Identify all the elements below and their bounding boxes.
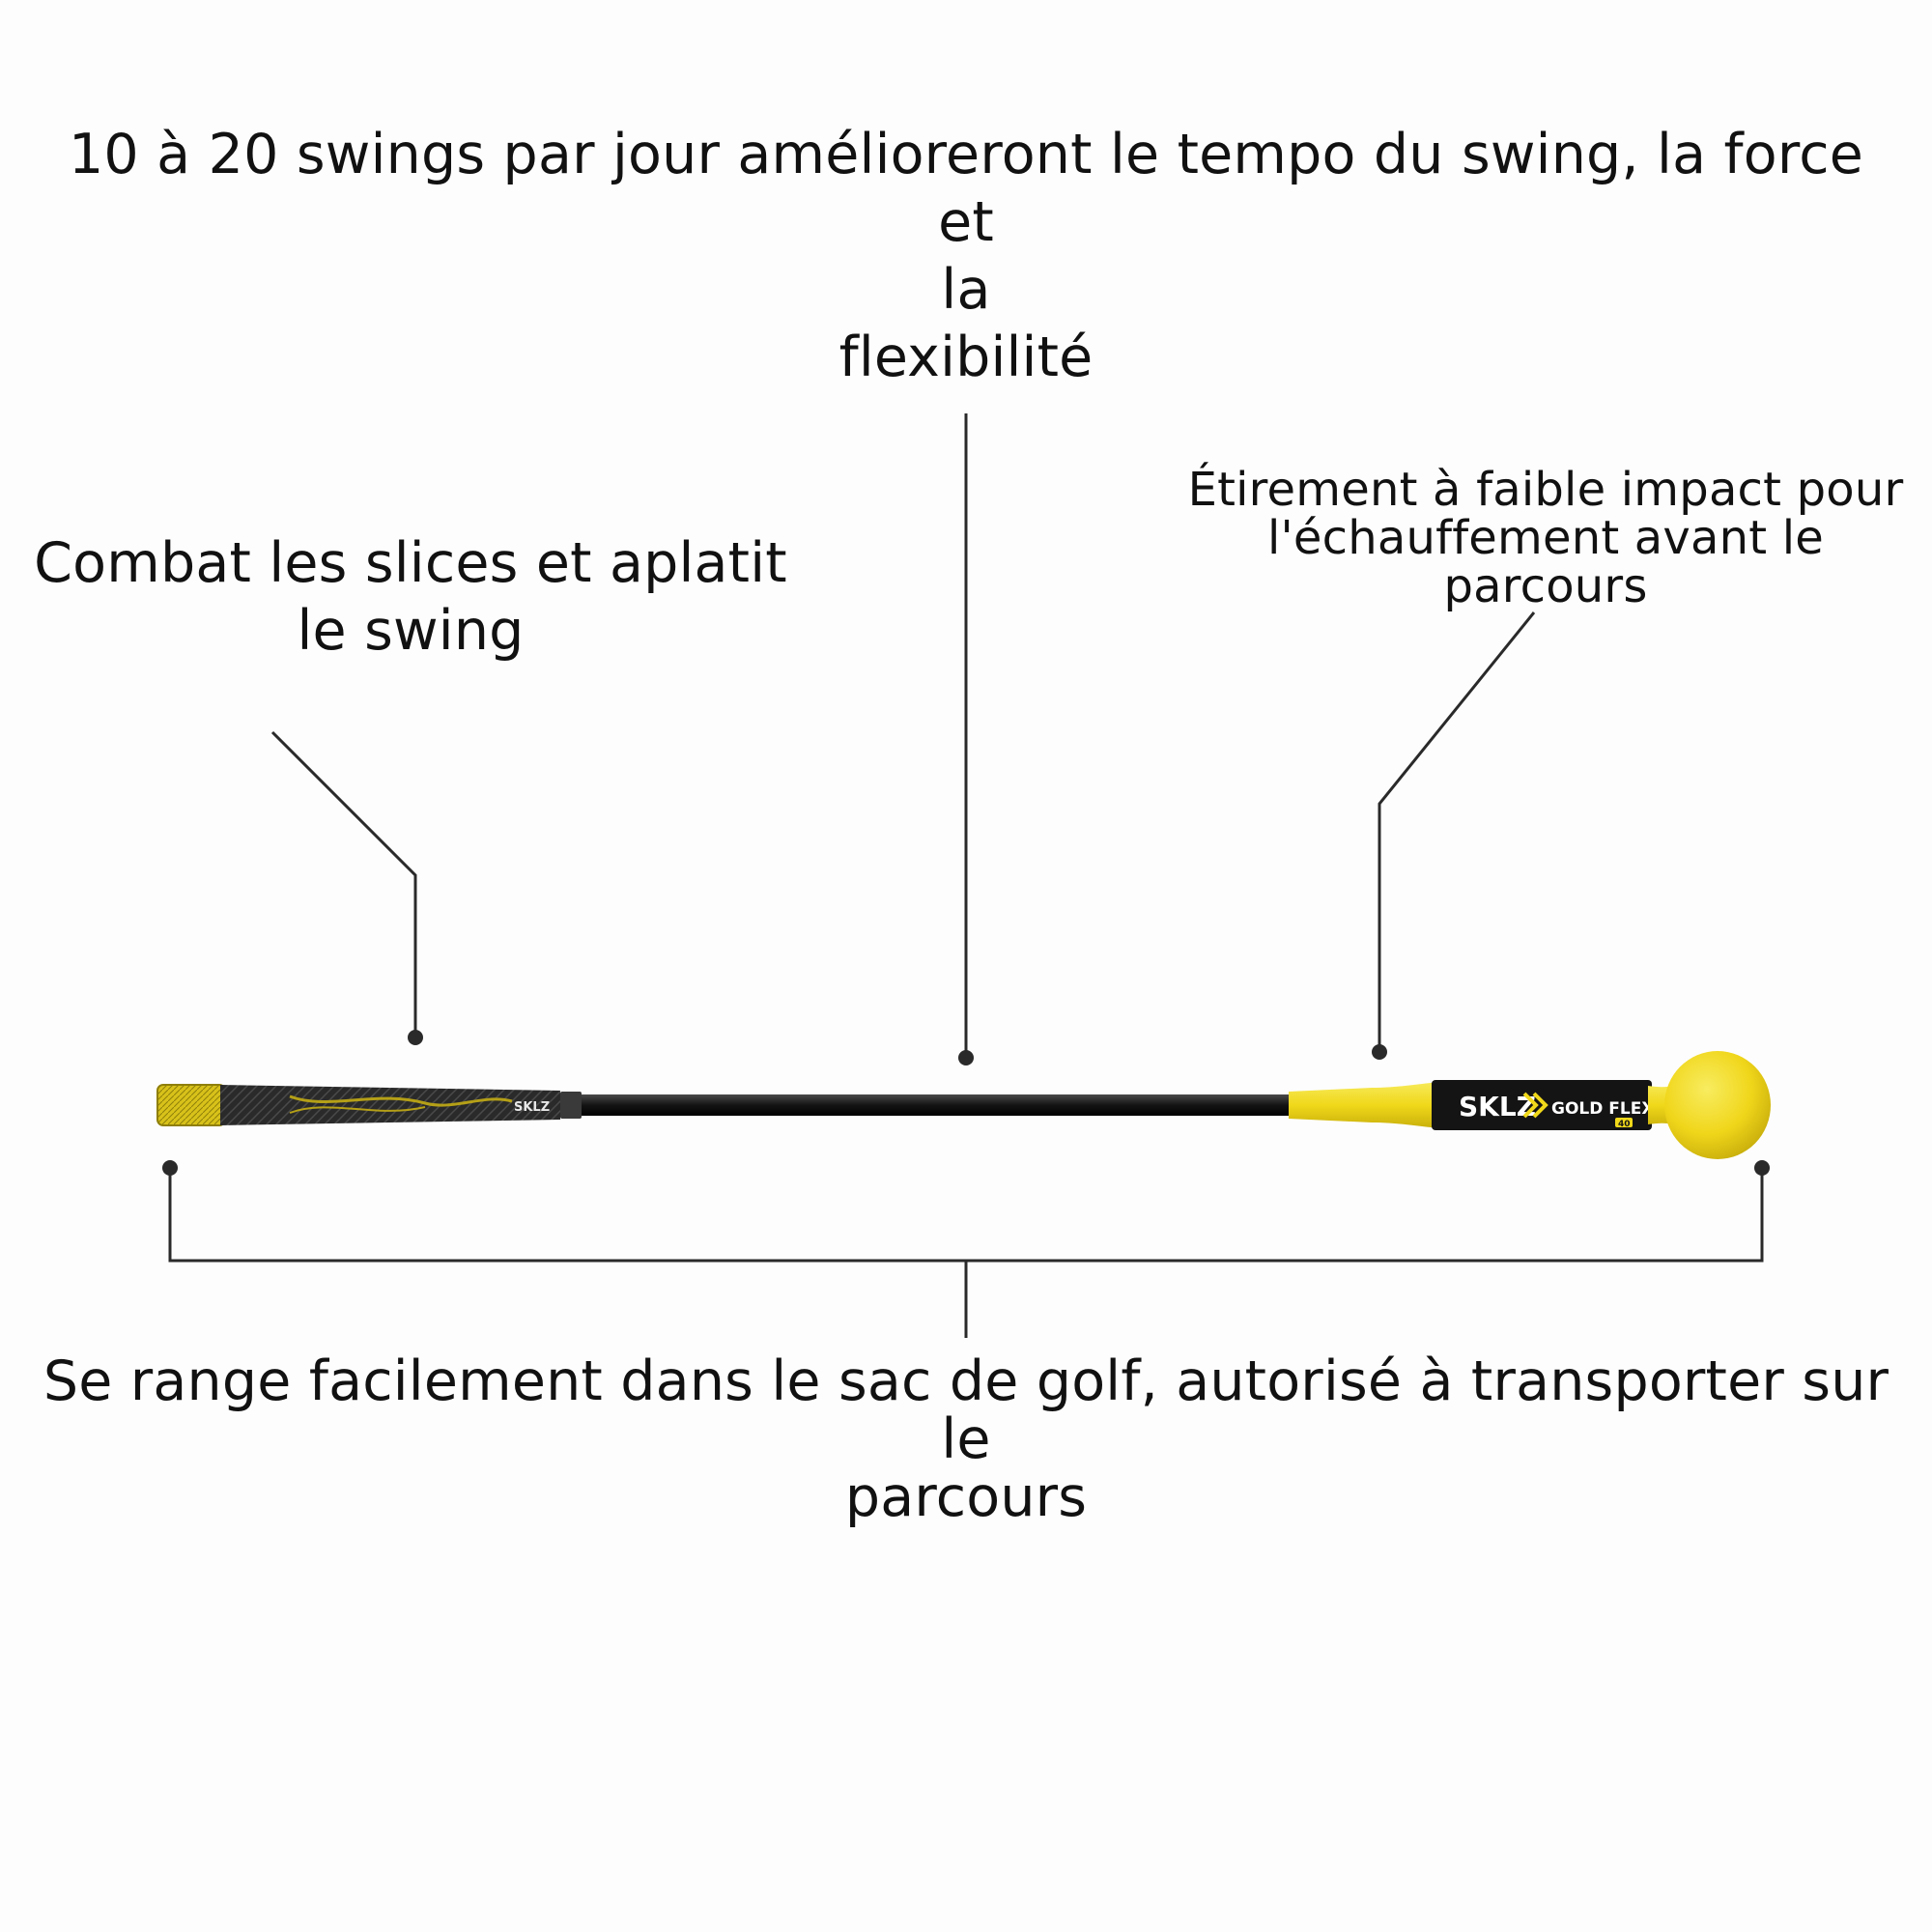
head-label-sleeve [1432,1080,1652,1130]
callout-storage-line2: parcours [844,1465,1088,1529]
dot-bracket-left [162,1160,178,1176]
leader-right [1378,611,1536,1051]
dot-grip [408,1030,423,1045]
callout-swing-tempo: 10 à 20 swings par jour amélioreront le … [39,121,1893,391]
grip-brand-logo: SKLZ [514,1100,550,1115]
callout-slices-line2: le swing [297,599,525,663]
grip-ferrule [560,1092,582,1119]
leader-dots [162,1030,1770,1176]
callout-warmup: Étirement à faible impact pour l'échauff… [1169,466,1922,611]
callout-storage-line1: Se range facilement dans le sac de golf,… [43,1350,1889,1471]
dot-bracket-right [1754,1160,1770,1176]
dot-shaft [958,1050,974,1065]
leader-lines [168,413,1764,1338]
head-brand-logo: SKLZ [1459,1091,1536,1122]
length-bracket [168,1167,1764,1263]
callout-warmup-line1: Étirement à faible impact pour [1187,463,1904,517]
callout-warmup-line2: l'échauffement avant le parcours [1266,511,1825,613]
trainer-shaft [578,1094,1293,1116]
swing-trainer: SKLZ SKLZ GOLD FLEX 40 [156,1051,1771,1159]
grip-end-cap [157,1085,225,1125]
trainer-ball-head [1664,1051,1771,1159]
head-hosel [1289,1082,1439,1128]
dot-head [1372,1044,1387,1060]
head-size-badge [1615,1118,1633,1127]
head-size-label: 40 [1618,1120,1631,1129]
callout-swing-tempo-line3: flexibilité [838,326,1094,389]
callout-storage: Se range facilement dans le sac de golf,… [19,1352,1913,1526]
head-model-label: GOLD FLEX [1551,1099,1654,1119]
callout-swing-tempo-line2: la [941,258,991,322]
callout-slices-line1: Combat les slices et aplatit [34,531,787,595]
chevron-logo-icon [1522,1092,1548,1119]
callout-slices: Combat les slices et aplatit le swing [19,529,802,665]
leader-left [270,730,417,1036]
grip [220,1085,560,1125]
callout-swing-tempo-line1: 10 à 20 swings par jour amélioreront le … [68,123,1864,254]
